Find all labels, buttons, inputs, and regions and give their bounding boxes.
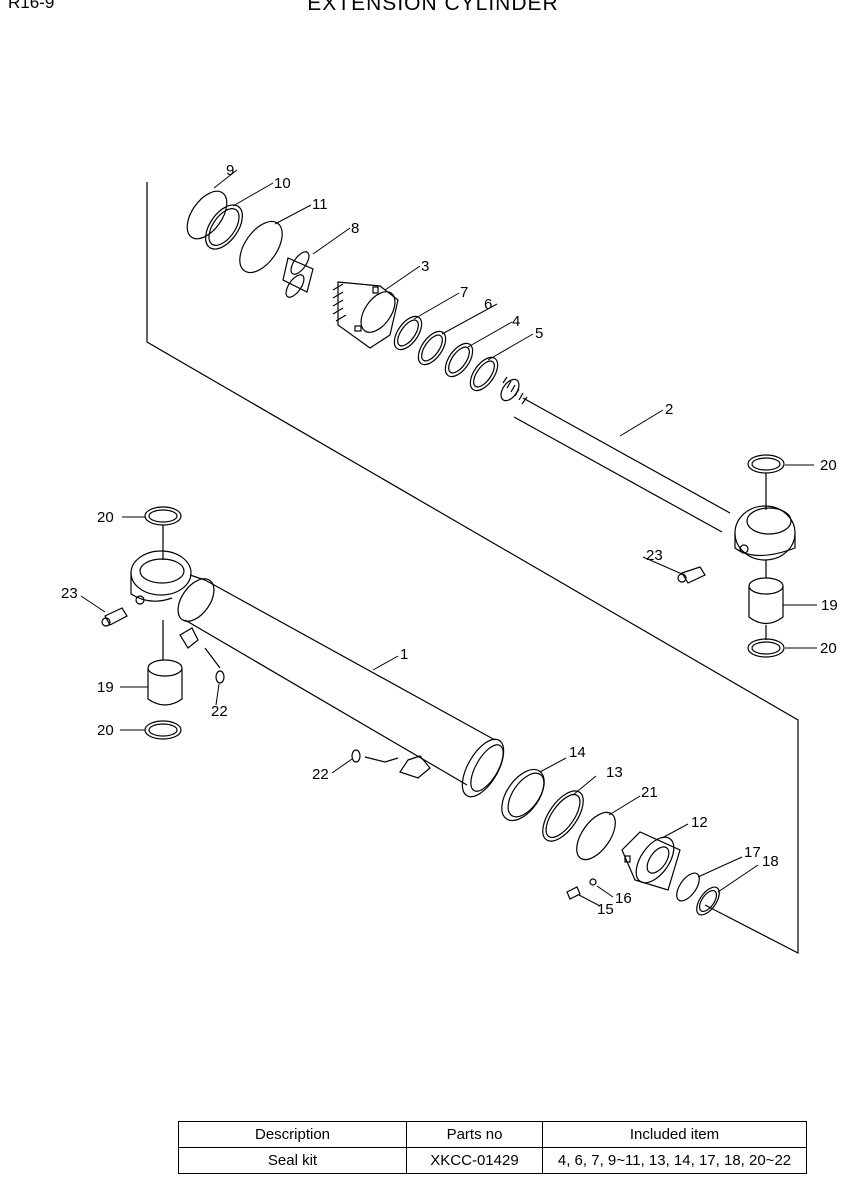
part-19-pin-bushing-rod bbox=[748, 577, 784, 625]
exploded-view-diagram: 9 10 11 8 3 7 6 4 5 2 20 20 23 23 19 20 … bbox=[61, 162, 838, 954]
part-8-bushing bbox=[282, 251, 314, 298]
callout-14: 14 bbox=[569, 744, 586, 761]
callout-leaders bbox=[80, 169, 817, 907]
header-included-item: Included item bbox=[542, 1121, 807, 1148]
header-parts-no: Parts no bbox=[406, 1121, 543, 1148]
assembly-outline bbox=[146, 182, 799, 954]
callout-23-tube: 23 bbox=[61, 585, 78, 602]
part-3-rod-cover bbox=[332, 281, 399, 349]
callout-11: 11 bbox=[312, 196, 328, 213]
part-6-u-packing bbox=[417, 330, 447, 366]
callout-1: 1 bbox=[400, 646, 408, 663]
part-4-backup-ring bbox=[444, 342, 474, 378]
cell-description: Seal kit bbox=[178, 1147, 407, 1174]
part-10-backup-ring bbox=[205, 204, 243, 250]
cell-included-item: 4, 6, 7, 9~11, 13, 14, 17, 18, 20~22 bbox=[542, 1147, 807, 1174]
part-9-wiper-ring bbox=[186, 190, 228, 240]
part-18-backup-ring bbox=[696, 886, 720, 916]
part-2-piston-rod bbox=[500, 376, 796, 561]
callout-15: 15 bbox=[597, 901, 614, 918]
part-14-dust-ring bbox=[501, 768, 545, 822]
port-leader-lines bbox=[204, 647, 399, 763]
callout-22-left: 22 bbox=[211, 703, 228, 720]
callout-13: 13 bbox=[606, 764, 623, 781]
table-row: Seal kit XKCC-01429 4, 6, 7, 9~11, 13, 1… bbox=[178, 1147, 807, 1174]
part-20-dust-seal-rod-bottom bbox=[747, 638, 785, 658]
part-19-pin-bushing-tube bbox=[147, 659, 183, 706]
part-13-wear-ring bbox=[542, 790, 584, 842]
callout-21: 21 bbox=[641, 784, 658, 801]
callout-20-rod-bottom: 20 bbox=[820, 640, 837, 657]
callout-16: 16 bbox=[615, 890, 632, 907]
part-5-snap-ring bbox=[469, 356, 499, 392]
page-title: EXTENSION CYLINDER bbox=[307, 0, 559, 15]
callout-5: 5 bbox=[535, 325, 543, 342]
cell-parts-no: XKCC-01429 bbox=[406, 1147, 543, 1174]
callout-20-rod-top: 20 bbox=[820, 457, 837, 474]
callout-10: 10 bbox=[274, 175, 291, 192]
callout-3: 3 bbox=[421, 258, 429, 275]
callout-19-rod: 19 bbox=[821, 597, 838, 614]
part-20-dust-seal-tube-top bbox=[144, 506, 182, 526]
callout-20-tube-bottom: 20 bbox=[97, 722, 114, 739]
part-20-dust-seal-tube-bottom bbox=[144, 720, 182, 740]
part-22-o-ring-center bbox=[351, 749, 361, 763]
part-17-o-ring bbox=[676, 872, 700, 902]
part-1-cylinder-tube bbox=[130, 550, 505, 798]
page-code: R16-9 bbox=[8, 0, 55, 12]
callout-23-rod: 23 bbox=[646, 547, 663, 564]
part-11-o-ring bbox=[239, 220, 283, 274]
part-15-set-screw bbox=[566, 886, 581, 900]
header-description: Description bbox=[178, 1121, 407, 1148]
callout-12: 12 bbox=[691, 814, 708, 831]
part-23-grease-nipple-tube bbox=[101, 607, 128, 627]
callout-22-center: 22 bbox=[312, 766, 329, 783]
callout-8: 8 bbox=[351, 220, 359, 237]
callout-6: 6 bbox=[484, 296, 492, 313]
part-23-grease-nipple-rod bbox=[677, 566, 706, 584]
callout-19-tube: 19 bbox=[97, 679, 114, 696]
callout-7: 7 bbox=[460, 284, 468, 301]
callout-18: 18 bbox=[762, 853, 779, 870]
part-16-steel-ball bbox=[589, 878, 597, 886]
callout-4: 4 bbox=[512, 313, 520, 330]
part-22-o-ring-left bbox=[215, 670, 225, 684]
callout-2: 2 bbox=[665, 401, 673, 418]
part-21-piston-seal bbox=[576, 811, 616, 861]
callout-9: 9 bbox=[226, 162, 234, 179]
callout-17: 17 bbox=[744, 844, 761, 861]
part-20-dust-seal-rod-top bbox=[747, 454, 785, 474]
callout-20-tube-top: 20 bbox=[97, 509, 114, 526]
table-header-row: Description Parts no Included item bbox=[178, 1121, 807, 1148]
part-12-piston bbox=[621, 831, 681, 891]
seal-kit-table: Description Parts no Included item Seal … bbox=[178, 1121, 807, 1174]
part-7-buffer-ring bbox=[393, 315, 423, 351]
